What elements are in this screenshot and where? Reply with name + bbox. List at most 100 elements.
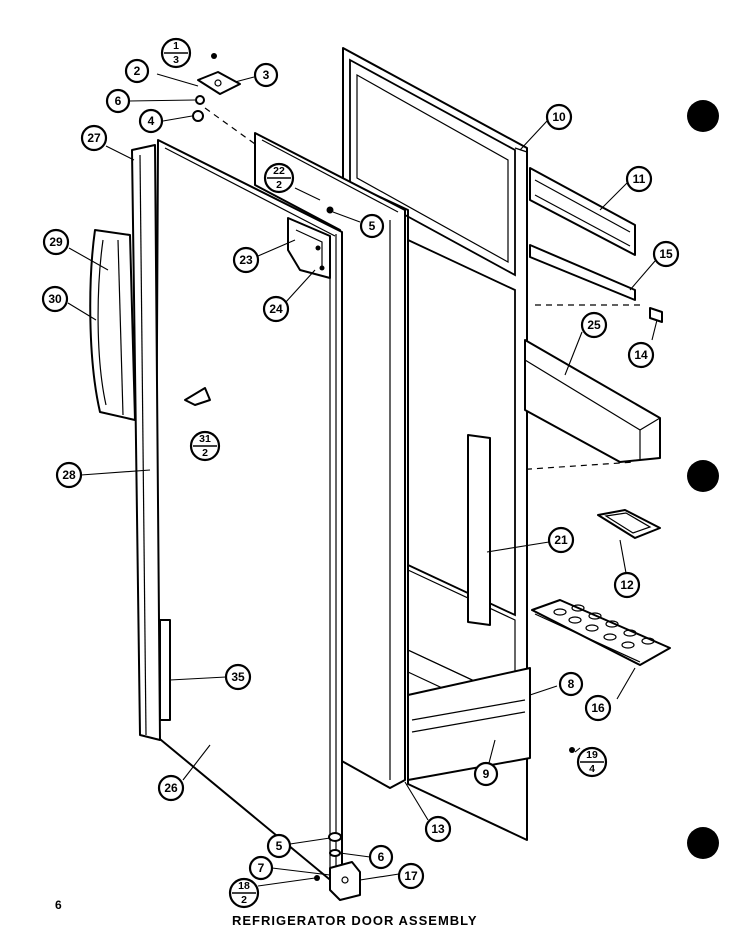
callout-7-label: 7: [258, 861, 265, 875]
callout-30: 30: [41, 285, 69, 313]
callout-31-of-2: 31 2: [189, 430, 221, 462]
page-number: 6: [55, 898, 62, 912]
callout-6-bottom: 6: [368, 844, 394, 870]
callout-24: 24: [262, 295, 290, 323]
callout-26-label: 26: [164, 781, 178, 795]
shelf-rail: [529, 244, 636, 301]
callout-14: 14: [627, 341, 655, 369]
callout-22-of-2-bottom: 2: [276, 179, 282, 191]
upper-door-shelf: [529, 167, 636, 256]
callout-11-label: 11: [633, 172, 646, 186]
callout-23-label: 23: [239, 253, 253, 267]
callout-15-label: 15: [659, 247, 673, 261]
callout-19-of-4-bottom: 4: [589, 763, 595, 775]
door-inner-panel: [254, 132, 406, 789]
callout-6: 6: [105, 88, 131, 114]
washer-top: [195, 95, 205, 105]
shelf-divider: [467, 434, 491, 626]
callout-2-label: 2: [134, 64, 141, 78]
bushing-bottom: [328, 832, 342, 842]
callout-22-of-2: 22 2: [263, 162, 295, 194]
callout-35-label: 35: [231, 670, 245, 684]
bushing-top: [192, 110, 204, 122]
callout-16-label: 16: [591, 701, 605, 715]
callout-2: 2: [124, 58, 150, 84]
magnetic-strip: [159, 619, 171, 721]
callout-5-bottom: 5: [266, 833, 292, 859]
callout-18-of-2: 18 2: [228, 877, 260, 909]
callout-11: 11: [625, 165, 653, 193]
callout-26: 26: [157, 774, 185, 802]
callout-1-of-3: 1 3: [160, 37, 192, 69]
callout-9: 9: [473, 761, 499, 787]
callout-15: 15: [652, 240, 680, 268]
screw-upper: [211, 53, 217, 59]
callout-27-label: 27: [87, 131, 101, 145]
callout-5-bottom-label: 5: [276, 839, 283, 853]
butter-tray: [597, 509, 661, 539]
callout-18-of-2-bottom: 2: [241, 894, 247, 906]
bottom-breaker-strip: [407, 667, 531, 781]
door-cam: [184, 387, 211, 406]
callout-25: 25: [580, 311, 608, 339]
callout-30-label: 30: [48, 292, 62, 306]
callout-13-label: 13: [431, 822, 445, 836]
callout-3-label: 3: [263, 68, 270, 82]
callout-17: 17: [397, 862, 425, 890]
shelf-clip: [649, 307, 663, 323]
callout-7: 7: [248, 855, 274, 881]
callout-4: 4: [138, 108, 164, 134]
door-stop-bracket: [287, 217, 331, 279]
door-trim-strip: [131, 144, 161, 741]
callout-8-label: 8: [568, 677, 575, 691]
callout-18-of-2-top: 18: [238, 880, 250, 892]
callout-28: 28: [55, 461, 83, 489]
callout-1-of-3-top: 1: [173, 40, 179, 52]
callout-9-label: 9: [483, 767, 490, 781]
callout-5-top: 5: [359, 213, 385, 239]
callout-8: 8: [558, 671, 584, 697]
callout-22-of-2-top: 22: [273, 165, 285, 177]
washer-bottom: [329, 849, 341, 857]
callout-4-label: 4: [148, 114, 155, 128]
callout-12: 12: [613, 571, 641, 599]
callout-35: 35: [224, 663, 252, 691]
callout-31-of-2-top: 31: [199, 433, 211, 445]
callout-25-label: 25: [587, 318, 601, 332]
callout-23: 23: [232, 246, 260, 274]
callout-24-label: 24: [269, 302, 283, 316]
callout-27: 27: [80, 124, 108, 152]
screw-top: [326, 206, 334, 214]
callout-10-label: 10: [552, 110, 566, 124]
top-hinge-cap: [197, 71, 241, 95]
callout-21-label: 21: [554, 533, 568, 547]
callout-3: 3: [253, 62, 279, 88]
door-handle: [89, 229, 136, 421]
screw-right: [569, 747, 575, 753]
bottom-hinge-bracket: [329, 861, 361, 901]
callout-16: 16: [584, 694, 612, 722]
callout-29: 29: [42, 228, 70, 256]
callout-19-of-4-top: 19: [586, 749, 598, 761]
callout-21: 21: [547, 526, 575, 554]
callout-29-label: 29: [49, 235, 63, 249]
callout-1-of-3-bottom: 3: [173, 54, 179, 66]
diagram-title: REFRIGERATOR DOOR ASSEMBLY: [232, 913, 478, 928]
punch-hole-top: [687, 100, 719, 132]
callout-14-label: 14: [634, 348, 648, 362]
callout-31-of-2-bottom: 2: [202, 447, 208, 459]
egg-tray: [531, 599, 671, 666]
leader-lines: [67, 73, 658, 887]
callout-28-label: 28: [62, 468, 76, 482]
screw-bottom: [314, 875, 320, 881]
punch-hole-middle: [687, 460, 719, 492]
callout-5-top-label: 5: [369, 219, 376, 233]
callout-13: 13: [424, 815, 452, 843]
punch-hole-bottom: [687, 827, 719, 859]
callout-17-label: 17: [404, 869, 418, 883]
callout-12-label: 12: [620, 578, 634, 592]
callout-19-of-4: 19 4: [576, 746, 608, 778]
lower-door-shelf: [524, 339, 661, 463]
callout-6-label: 6: [115, 94, 122, 108]
